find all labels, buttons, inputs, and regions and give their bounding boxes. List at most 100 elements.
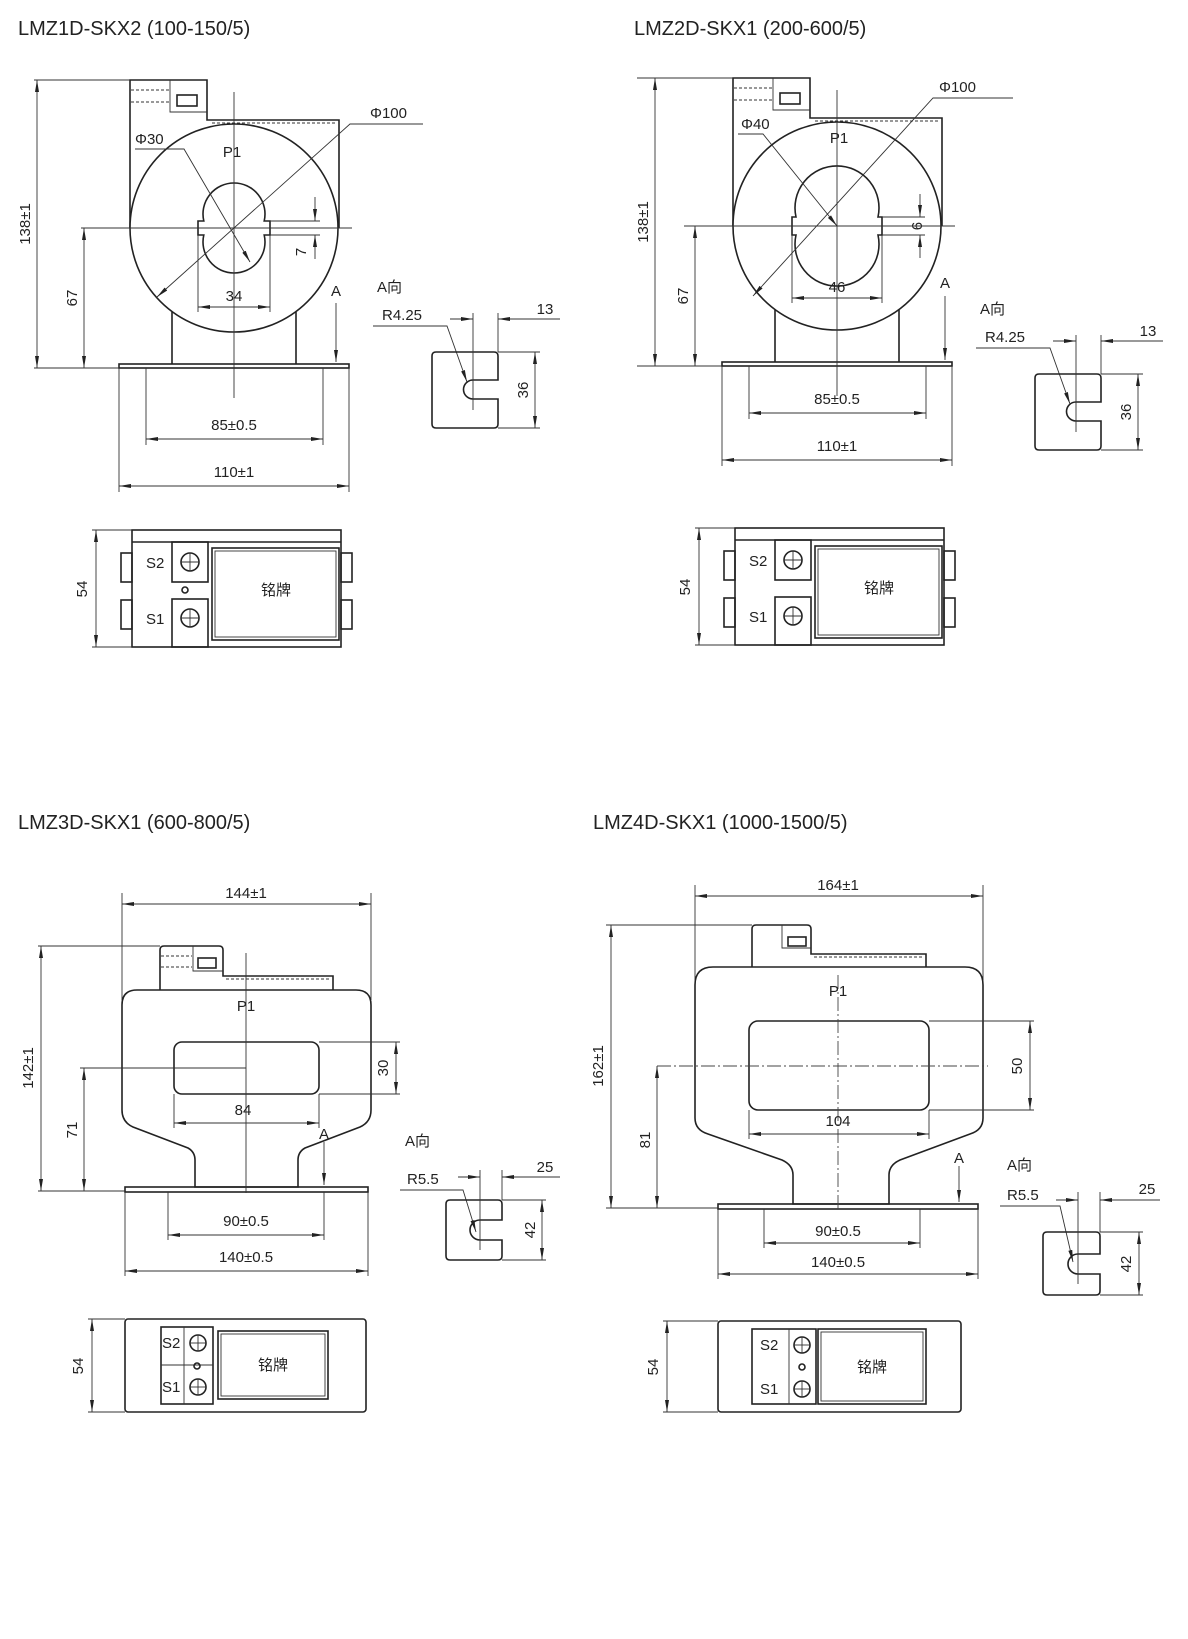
panel-lmz2d: P1 138±1 67 46 9 Φ40 Φ100 A bbox=[635, 77, 1163, 646]
side-tab bbox=[120, 552, 133, 583]
window-height-label: 30 bbox=[375, 1060, 392, 1077]
terminal-screw-icon bbox=[793, 1380, 811, 1398]
detail-view-a: A向 R5.5 25 42 bbox=[400, 1133, 560, 1261]
clamp-block bbox=[169, 80, 207, 113]
terminal-s2-label: S2 bbox=[749, 553, 767, 570]
side-tab bbox=[943, 597, 956, 628]
inner-diameter-label: Φ30 bbox=[135, 131, 164, 148]
nameplate-inner bbox=[820, 1331, 924, 1402]
width-label: 164±1 bbox=[817, 877, 859, 894]
center-height-label: 81 bbox=[637, 1132, 654, 1149]
detail-view-a: A向 R5.5 25 42 bbox=[1000, 1157, 1160, 1296]
terminal-screw-icon bbox=[189, 1378, 207, 1396]
nameplate-label: 铭牌 bbox=[258, 1357, 288, 1374]
side-tab bbox=[723, 550, 736, 581]
mount-spacing-label: 90±0.5 bbox=[815, 1223, 861, 1240]
nameplate-label: 铭牌 bbox=[857, 1359, 887, 1376]
view-label: A向 bbox=[1007, 1157, 1032, 1174]
view-label: A向 bbox=[405, 1133, 430, 1150]
panel-title: LMZ4D-SKX1 (1000-1500/5) bbox=[593, 812, 848, 834]
terminal-s1-label: S1 bbox=[146, 611, 164, 628]
detail-view-a: A向 R4.25 13 36 bbox=[373, 279, 560, 429]
front-view: P1 138±1 67 34 7 Φ30 Φ100 A bbox=[17, 79, 423, 492]
base-width-label: 110±1 bbox=[817, 438, 858, 455]
view-arrow-label: A bbox=[940, 275, 950, 292]
nameplate-inner bbox=[214, 550, 337, 638]
nameplate bbox=[211, 547, 340, 641]
radius-label: R5.5 bbox=[1007, 1187, 1039, 1204]
front-view: P1 138±1 67 46 9 Φ40 Φ100 A bbox=[635, 77, 1013, 396]
terminal-s2-label: S2 bbox=[162, 1335, 180, 1352]
terminal-block-s2 bbox=[774, 539, 812, 581]
panel-title: LMZ3D-SKX1 (600-800/5) bbox=[18, 812, 250, 834]
nameplate bbox=[817, 1328, 927, 1405]
base-width-label: 140±0.5 bbox=[219, 1249, 273, 1266]
base-plate bbox=[717, 1203, 979, 1210]
center-height-label: 67 bbox=[675, 288, 692, 305]
clamp-block bbox=[781, 925, 811, 949]
ground-screw-icon bbox=[181, 586, 189, 594]
primary-label: P1 bbox=[223, 144, 241, 161]
housing-bottom bbox=[131, 529, 342, 648]
ground-screw-icon bbox=[193, 1362, 201, 1370]
mount-spacing-label: 85±0.5 bbox=[211, 417, 257, 434]
radius-leader bbox=[976, 347, 1071, 405]
height-label: 142±1 bbox=[20, 1047, 37, 1089]
inner-diameter-leader bbox=[135, 148, 251, 263]
mount-spacing-label: 85±0.5 bbox=[814, 391, 860, 408]
view-arrow-label: A bbox=[331, 283, 341, 300]
front-view-bottom-dimensions: 85±0.5 110±1 bbox=[721, 366, 953, 466]
height-label: 162±1 bbox=[590, 1045, 607, 1087]
nameplate-inner bbox=[817, 548, 940, 636]
terminal-block-s1 bbox=[171, 598, 209, 648]
terminal-block-s1 bbox=[774, 596, 812, 646]
mount-spacing-label: 90±0.5 bbox=[223, 1213, 269, 1230]
window-width-label: 84 bbox=[235, 1102, 252, 1119]
terminal-screw-icon bbox=[180, 608, 200, 628]
view-arrow-label: A bbox=[954, 1150, 964, 1167]
side-tab bbox=[340, 599, 353, 630]
view-label: A向 bbox=[980, 301, 1005, 318]
terminal-s2-label: S2 bbox=[146, 555, 164, 572]
panel-lmz4d: LMZ4D-SKX1 (1000-1500/5) 164±1 P1 162±1 … bbox=[590, 812, 1160, 1413]
detail-height-label: 42 bbox=[522, 1222, 539, 1239]
panel-title: LMZ1D-SKX2 (100-150/5) bbox=[18, 18, 250, 40]
inner-diameter-label: Φ40 bbox=[741, 116, 770, 133]
housing-outline bbox=[732, 77, 943, 226]
outer-diameter-leader bbox=[752, 97, 1013, 297]
terminal-screw-icon bbox=[783, 550, 803, 570]
detail-width-label: 13 bbox=[537, 301, 554, 318]
center-height-label: 67 bbox=[64, 290, 81, 307]
depth-label: 54 bbox=[677, 579, 694, 596]
outer-diameter-label: Φ100 bbox=[370, 105, 407, 122]
bottom-view: S2 S1 铭牌 54 bbox=[74, 529, 353, 648]
terminal-screw-icon bbox=[783, 606, 803, 626]
detail-view-a: A向 R4.25 13 36 bbox=[976, 301, 1163, 451]
detail-width-label: 25 bbox=[1139, 1181, 1156, 1198]
detail-height-label: 36 bbox=[515, 382, 532, 399]
depth-label: 54 bbox=[645, 1359, 662, 1376]
center-height-label: 71 bbox=[64, 1122, 81, 1139]
radius-leader bbox=[1000, 1205, 1074, 1263]
radius-leader bbox=[373, 325, 468, 383]
radius-label: R4.25 bbox=[382, 307, 422, 324]
view-label: A向 bbox=[377, 279, 402, 296]
terminal-s1-label: S1 bbox=[760, 1381, 778, 1398]
front-view: 164±1 P1 162±1 81 50 104 A bbox=[590, 877, 1034, 1279]
bolt-nut-icon bbox=[176, 94, 198, 107]
primary-label: P1 bbox=[830, 130, 848, 147]
housing-bottom bbox=[734, 527, 945, 646]
outer-diameter-label: Φ100 bbox=[939, 79, 976, 96]
hole-width-label: 34 bbox=[226, 288, 243, 305]
terminal-screw-icon bbox=[180, 552, 200, 572]
detail-width-label: 25 bbox=[537, 1159, 554, 1176]
terminal-s1-label: S1 bbox=[749, 609, 767, 626]
bolt-nut-icon bbox=[779, 92, 801, 105]
base-width-label: 140±0.5 bbox=[811, 1254, 865, 1271]
side-tab bbox=[120, 599, 133, 630]
panel-title: LMZ2D-SKX1 (200-600/5) bbox=[634, 18, 866, 40]
terminal-screw-icon bbox=[793, 1336, 811, 1354]
slot-detail-outline bbox=[445, 1199, 503, 1261]
window-width-label: 104 bbox=[825, 1113, 850, 1130]
